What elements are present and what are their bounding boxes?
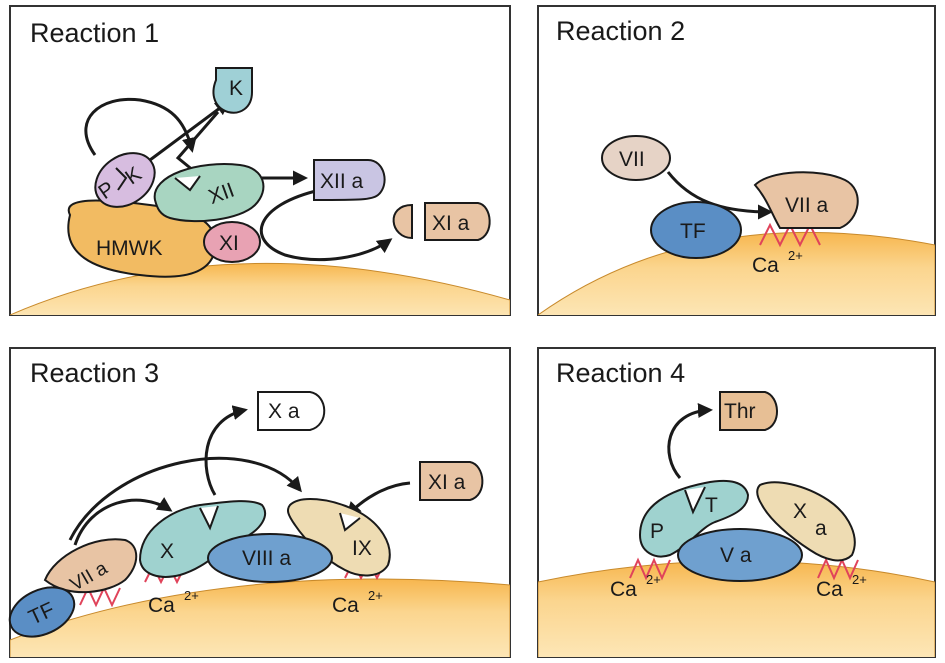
calcium-anchor [629, 557, 859, 581]
viia-shape [43, 538, 138, 594]
k-shape [212, 67, 253, 114]
xi-shape [203, 221, 261, 263]
thr-shape [719, 391, 778, 431]
pk-to-k-arrow-2 [149, 100, 231, 162]
calcium-label: Ca [752, 254, 779, 277]
calcium-label-left: Ca [610, 578, 637, 601]
xia-label: XI a [428, 471, 466, 494]
reaction-1-panel: Reaction 1 HMWK P K XII XI K XII a XI a [9, 5, 511, 316]
x-label: X [160, 540, 174, 563]
va-label: V a [720, 544, 752, 567]
calcium-charge-left: 2+ [646, 572, 661, 587]
calcium-charge-right: 2+ [852, 572, 867, 587]
viia-to-ix-arrow [68, 456, 302, 541]
prothrombin-shape [638, 479, 750, 558]
ix-label: IX [352, 537, 372, 560]
cell-membrane [538, 231, 935, 315]
xa-shape [756, 481, 856, 562]
reaction-2-panel: Reaction 2 VII VII a TF Ca 2+ [537, 5, 936, 316]
ix-shape [286, 498, 391, 577]
viiia-label: VIII a [242, 547, 291, 570]
prothrombin-notch [684, 486, 706, 515]
calcium-charge: 2+ [788, 248, 803, 263]
k-label: K [229, 77, 243, 100]
reaction-1-title: Reaction 1 [30, 18, 159, 48]
tf-shape [650, 201, 742, 259]
calcium-charge-right: 2+ [368, 588, 383, 603]
xia-shape [419, 461, 484, 501]
cell-membrane [10, 263, 510, 315]
xa-label: X a [268, 400, 300, 423]
thr-label: Thr [724, 400, 756, 423]
xiia-label: XII a [320, 170, 364, 193]
xa-shape [257, 391, 326, 431]
reaction-3-panel: Reaction 3 X a XI a VII a TF X IX [8, 347, 511, 658]
viia-shape [753, 171, 859, 229]
x-to-xa-arrow [204, 405, 248, 496]
reaction-2-title: Reaction 2 [556, 16, 685, 46]
tf-shape [8, 586, 76, 638]
calcium-charge-left: 2+ [184, 588, 199, 603]
t-label: T [705, 494, 718, 517]
calcium-label-left: Ca [148, 594, 175, 617]
viia-label: VII a [785, 194, 829, 217]
reaction-3-title: Reaction 3 [30, 358, 159, 388]
viia-to-x-arrow [73, 497, 173, 546]
reaction-4-panel: Reaction 4 Thr P T X a V a Ca 2+ Ca 2+ [537, 347, 936, 658]
calcium-label-right: Ca [816, 578, 843, 601]
xa-a-label: a [815, 517, 827, 540]
pt-to-thr-arrow [667, 403, 713, 479]
xi-label: XI [219, 232, 239, 255]
calcium-label-right: Ca [332, 594, 359, 617]
xiia-to-xia-arrow [259, 188, 393, 262]
va-shape [677, 528, 803, 582]
pk-to-k-arrow [84, 97, 197, 156]
reaction-4-title: Reaction 4 [556, 358, 685, 388]
tf-label: TF [680, 220, 706, 243]
vii-label: VII [619, 148, 645, 171]
xa-x-label: X [793, 500, 807, 523]
ix-notch [339, 512, 361, 532]
vii-shape [601, 135, 671, 181]
xiia-shape [313, 159, 386, 202]
xia-crescent [392, 203, 413, 240]
viiia-shape [207, 533, 333, 583]
xia-label: XI a [432, 212, 470, 235]
pk-notch [115, 167, 128, 191]
x-notch [199, 505, 219, 531]
p-label: P [650, 520, 664, 543]
xia-shape [424, 202, 491, 241]
xii-notch [174, 175, 201, 192]
hmwk-label: HMWK [96, 237, 163, 260]
x-shape [138, 500, 267, 578]
